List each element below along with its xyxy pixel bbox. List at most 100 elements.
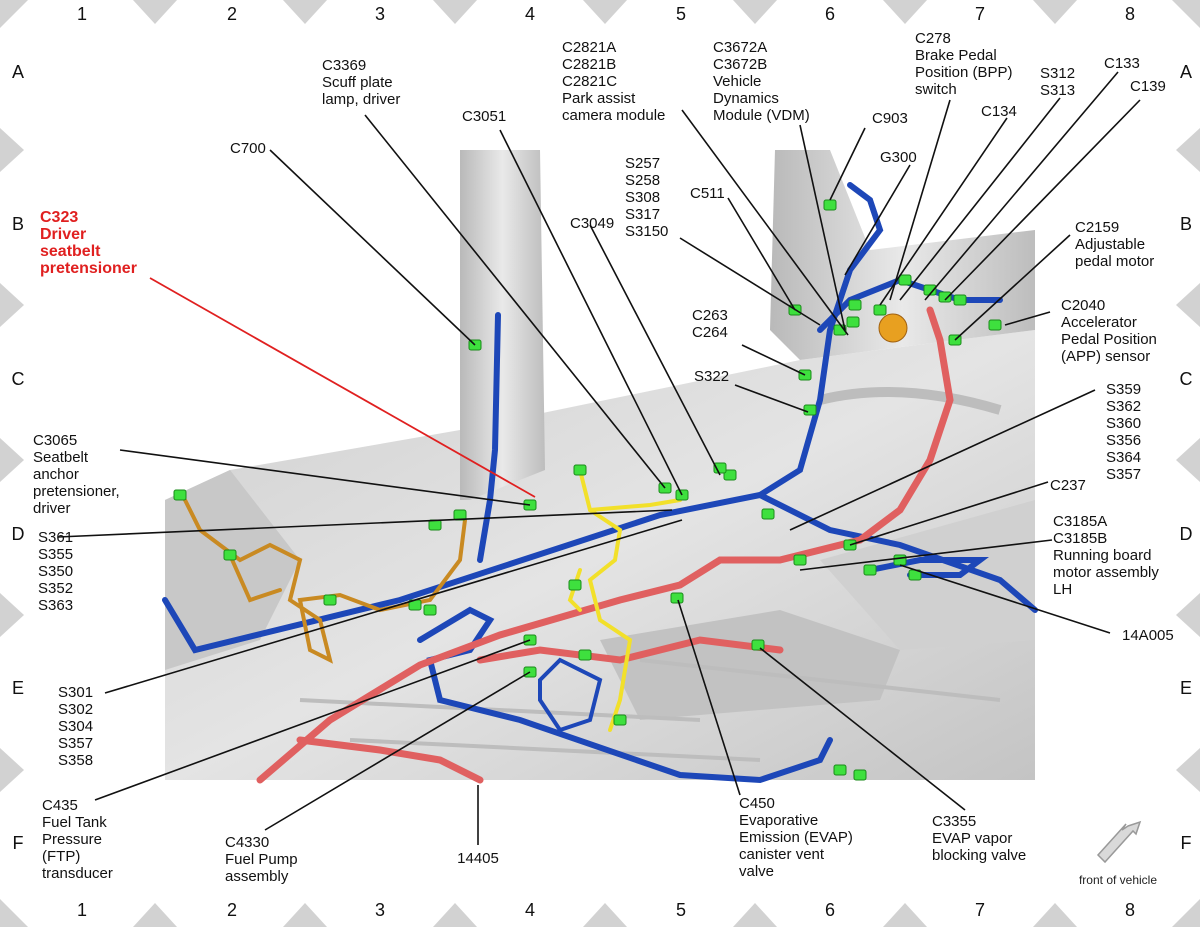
callout-c133: C133 [1104,55,1140,72]
callout-line: S355 [38,546,73,563]
grid-column-top-1: 1 [77,4,87,24]
diamond-right [1176,593,1200,637]
connector [573,464,587,476]
callout-line: (FTP) [42,848,80,865]
callout-line: S258 [625,172,660,189]
callout-line: S3150 [625,223,668,240]
callout-line: S304 [58,718,93,735]
vehicle-body [165,150,1035,780]
callout-line: Pedal Position [1061,331,1157,348]
callout-line: Scuff plate [322,74,393,91]
callout-line: C263 [692,307,728,324]
callout-line: C435 [42,797,78,814]
diamond-bottom [583,903,627,927]
connector [751,639,765,651]
diamond-top [733,0,777,24]
callout-line: C133 [1104,55,1140,72]
callout-line: S364 [1106,449,1141,466]
connector [893,554,907,566]
arrow-up-right-icon [1096,820,1142,864]
callout-line: assembly [225,868,289,885]
grid-row-left-F: F [13,833,24,853]
callout-s322: S322 [694,368,729,385]
callout-line: C2821A [562,39,616,56]
callout-line: C3065 [33,432,77,449]
connector [803,404,817,416]
callout-line: LH [1053,581,1072,598]
callout-line: S302 [58,701,93,718]
callout-line: pedal motor [1075,253,1154,270]
grid-column-top-8: 8 [1125,4,1135,24]
callout-line: C3185A [1053,513,1107,530]
callout-c700: C700 [230,140,266,157]
callout-line: C139 [1130,78,1166,95]
callout-line: S317 [625,206,660,223]
callout-line: S313 [1040,82,1075,99]
diamond-right [1176,438,1200,482]
grid-column-top-5: 5 [676,4,686,24]
grid-row-left-E: E [12,678,24,698]
callout-line: S357 [58,735,93,752]
callout-line: Fuel Tank [42,814,107,831]
connector [938,291,952,303]
callout-line: C323 [40,209,78,226]
diamond-bottom [733,903,777,927]
grid-row-left-B: B [12,214,24,234]
connector [988,319,1002,331]
grid-row-right-E: E [1180,678,1192,698]
callout-g300: G300 [880,149,917,166]
callout-line: C3185B [1053,530,1107,547]
callout-line: C2821C [562,73,617,90]
callout-line: Driver [40,226,86,243]
connector [761,508,775,520]
callout-c511: C511 [690,185,725,202]
callout-line: C3355 [932,813,976,830]
callout-line: 14A005 [1122,627,1174,644]
callout-line: C2821B [562,56,616,73]
callout-c3049: C3049 [570,215,614,232]
connector [953,294,967,306]
callout-line: Vehicle [713,73,761,90]
callout-line: S308 [625,189,660,206]
diamond-bottom [1033,903,1077,927]
callout-line: Brake Pedal [915,47,997,64]
grid-column-bottom-1: 1 [77,900,87,920]
connector [428,519,442,531]
callout-line: C278 [915,30,951,47]
callout-line: S301 [58,684,93,701]
diamond-top [133,0,177,24]
diamond-left [0,128,24,172]
callout-line: C700 [230,140,266,157]
callout-line: S360 [1106,415,1141,432]
callout-line: canister vent [739,846,825,863]
callout-line: C237 [1050,477,1086,494]
callout-line: S352 [38,580,73,597]
callout-line: pretensioner, [33,483,120,500]
callout-line: Pressure [42,831,102,848]
callout-line: pretensioner [40,260,137,277]
callout-line: G300 [880,149,917,166]
diamond-left [0,283,24,327]
connector [223,549,237,561]
callout-line: Park assist [562,90,636,107]
callout-line: C450 [739,795,775,812]
diamond-left [0,748,24,792]
callout-line: S363 [38,597,73,614]
connector [846,316,860,328]
callout-line: anchor [33,466,79,483]
callout-line: C511 [690,185,725,202]
connector [578,649,592,661]
callout-line: S257 [625,155,660,172]
callout-line: driver [33,500,71,517]
diamond-top [883,0,927,24]
grid-column-top-4: 4 [525,4,535,24]
connector [568,579,582,591]
